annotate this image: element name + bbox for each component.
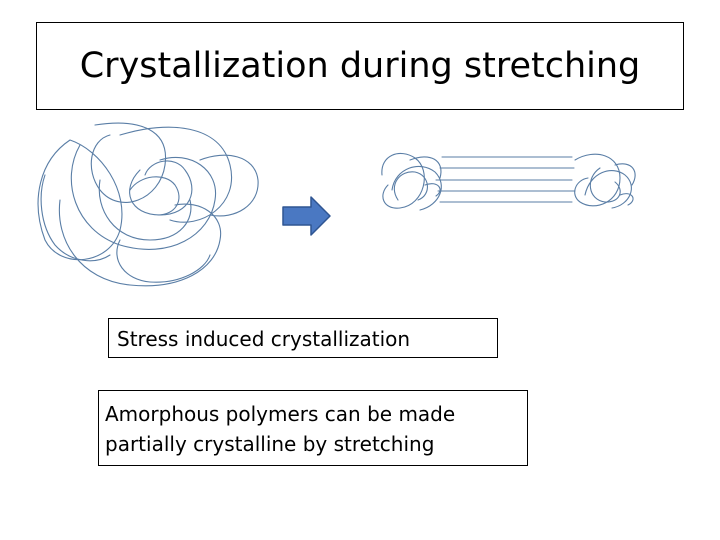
stretching-diagram [37,122,636,287]
stretched-polymer-chains [381,153,636,211]
description-line-2: partially crystalline by stretching [105,432,435,456]
title-box: Crystallization during stretching [36,22,684,110]
description-box: Amorphous polymers can be made partially… [98,390,528,466]
right-arrow-icon [282,196,331,236]
slide-title: Crystallization during stretching [79,46,641,86]
description-line-1: Amorphous polymers can be made [105,402,456,426]
stress-induced-label: Stress induced crystallization [117,327,411,351]
stress-induced-label-box: Stress induced crystallization [108,318,498,358]
coiled-polymer-chains [37,122,259,287]
